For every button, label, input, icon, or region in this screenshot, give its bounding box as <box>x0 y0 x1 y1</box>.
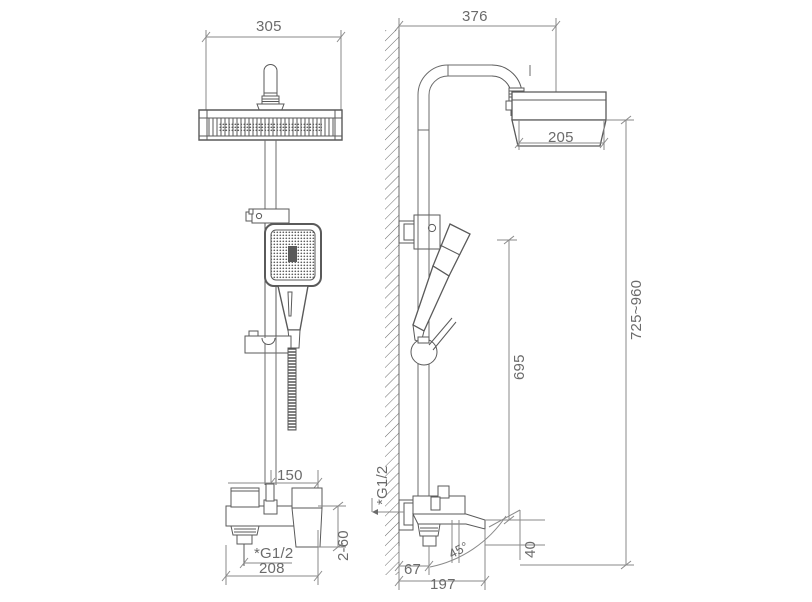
dim-label-205: 205 <box>548 129 574 146</box>
front-slide-bracket <box>244 330 292 354</box>
dim-725-960 <box>520 115 634 570</box>
dim-208 <box>221 530 323 585</box>
dim-label-67: 67 <box>404 561 422 578</box>
dim-197 <box>394 529 490 590</box>
front-riser-lower <box>264 353 277 485</box>
side-flexible-hose <box>410 317 457 366</box>
side-valve-body <box>398 485 486 567</box>
side-rain-shower-head <box>511 91 607 147</box>
front-valve-body <box>225 483 323 566</box>
dim-695 <box>440 235 517 525</box>
dim-spout-leaders <box>429 509 521 568</box>
dim-label-40: 40 <box>522 540 539 558</box>
wall-hatching <box>385 30 400 575</box>
dim-g12-front <box>239 557 292 569</box>
side-riser-lower <box>417 365 430 496</box>
side-diverter-bracket <box>398 214 441 250</box>
dim-label-150: 150 <box>277 467 303 484</box>
dim-label-g12-front: *G1/2 <box>254 545 294 562</box>
side-riser-gooseneck <box>417 64 531 490</box>
dim-g12-side <box>371 498 404 515</box>
dim-label-725-960: 725~960 <box>628 279 645 340</box>
front-hand-shower <box>264 223 322 349</box>
dim-label-g12-side: *G1/2 <box>374 465 391 505</box>
dim-label-208: 208 <box>259 560 285 577</box>
dim-40 <box>485 510 545 560</box>
dim-205 <box>514 120 609 150</box>
front-rain-shower-head <box>198 109 343 141</box>
front-shower-arm <box>256 64 285 113</box>
front-riser-pipe <box>264 140 277 212</box>
dim-label-2-60: 2-60 <box>335 530 352 561</box>
dim-label-197: 197 <box>430 576 456 593</box>
front-flexible-hose <box>287 347 297 431</box>
dim-label-376: 376 <box>462 8 488 25</box>
dim-label-695: 695 <box>511 354 528 380</box>
dim-2-60 <box>318 501 346 552</box>
dim-305 <box>201 30 346 125</box>
dim-label-305: 305 <box>256 18 282 35</box>
